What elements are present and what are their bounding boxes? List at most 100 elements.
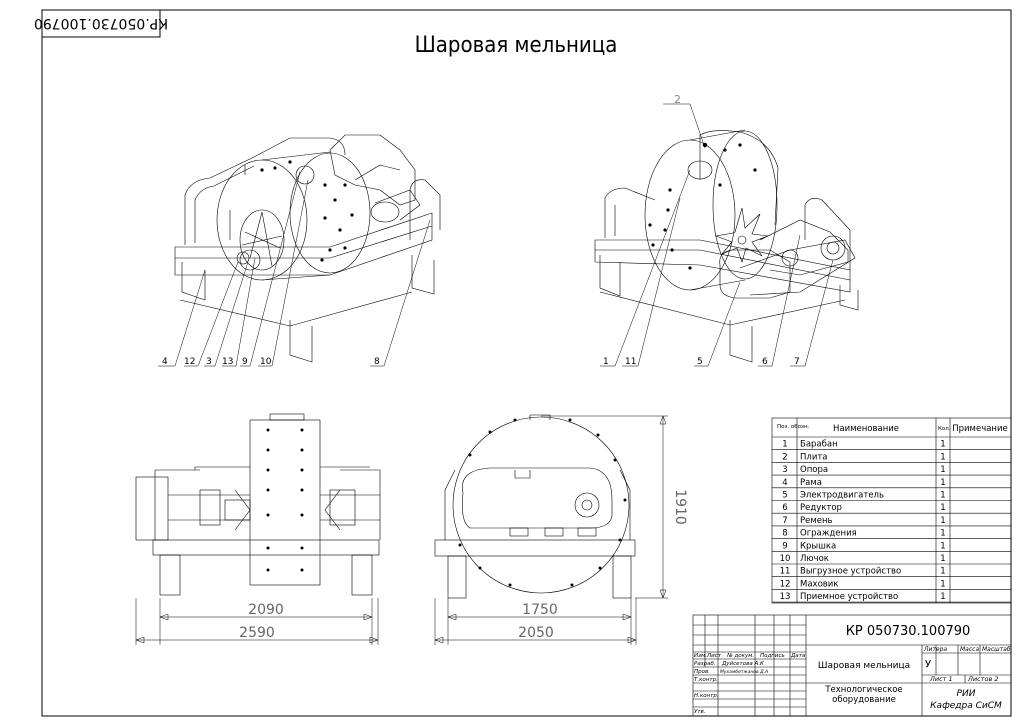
table-row-name: Маховик [800, 579, 838, 589]
litera-value: У [925, 659, 931, 670]
parts-table [771, 417, 1012, 604]
table-row-name: Плита [800, 452, 828, 462]
table-header-pos: Поз. обозн. [777, 424, 810, 430]
dim-1910: 1910 [672, 489, 688, 525]
table-row-pos: 12 [780, 579, 791, 589]
callout-8: 8 [374, 357, 380, 367]
table-row-pos: 3 [782, 465, 787, 475]
callout-6: 6 [762, 357, 768, 367]
front-drum-holes [266, 428, 304, 572]
col-doc: № докум. [726, 653, 754, 659]
discipline-name: Технологическое оборудование [825, 685, 903, 705]
role-dev: Разраб. [694, 661, 716, 667]
table-row-qty: 1 [940, 579, 945, 589]
sheet-border [41, 9, 1012, 717]
callout-5: 5 [697, 357, 703, 367]
table-row-pos: 2 [782, 452, 787, 462]
left-callout-numbers: 4 12 3 13 9 10 8 [162, 357, 380, 367]
callout-3: 3 [206, 357, 212, 367]
col-sign: Подпись [760, 653, 785, 659]
sheet-code-rotated: КР.050730.100790 [34, 15, 168, 31]
dim-1750: 1750 [522, 602, 558, 618]
table-row-pos: 9 [782, 541, 787, 551]
stamp-col-headers: Изм. Лист № докум. Подпись Дата Разраб. … [694, 646, 1011, 715]
table-row-name: Ремень [800, 516, 833, 526]
org-line2: Кафедра СиСМ [930, 701, 1002, 711]
role-tcontrol: Т.контр. [694, 677, 718, 683]
table-row-name: Ограждения [800, 529, 857, 539]
table-row-pos: 6 [782, 503, 787, 513]
doc-code: КР 050730.100790 [846, 624, 971, 639]
table-row-qty: 1 [940, 516, 945, 526]
checker-name: Мухамбетжанов Д.А [720, 669, 768, 675]
developer-name: Дуйсетова А.К [721, 661, 765, 667]
drawing-title: Шаровая мельница [415, 33, 618, 58]
dim-2050: 2050 [518, 625, 554, 641]
table-row-pos: 8 [782, 529, 787, 539]
callout-10: 10 [260, 357, 272, 367]
product-name: Шаровая мельница [818, 661, 910, 671]
role-check: Пров. [694, 669, 710, 675]
table-row-name: Рама [800, 478, 822, 488]
sheet-num: Лист 1 [929, 675, 953, 683]
table-row-name: Редуктор [800, 503, 842, 513]
table-row-qty: 1 [940, 440, 945, 450]
table-row-name: Приемное устройство [800, 592, 898, 602]
table-row-qty: 1 [940, 592, 945, 602]
litera-header: Литера [923, 646, 947, 653]
left-callout-leaders [158, 171, 431, 367]
sheets-total: Листов 2 [967, 675, 998, 683]
left-isometric-view [174, 134, 441, 363]
table-row-pos: 11 [780, 567, 791, 577]
table-row-name: Опора [800, 465, 828, 475]
dim-2590: 2590 [239, 625, 275, 641]
role-approve: Утв. [694, 709, 706, 715]
front-dimension-lines [135, 598, 379, 645]
table-row-pos: 5 [782, 491, 787, 501]
right-isometric-view [594, 129, 859, 363]
side-view [434, 414, 636, 599]
table-row-qty: 1 [940, 465, 945, 475]
right-callout-leaders [600, 103, 834, 367]
org-line1: РИИ [957, 689, 976, 699]
callout-4: 4 [162, 357, 168, 367]
col-izm: Изм. [694, 653, 707, 659]
left-drum-holes [260, 160, 354, 262]
table-row-name: Выгрузное устройство [800, 567, 901, 577]
role-ncontrol: Н.контр. [694, 693, 719, 699]
callout-2: 2 [674, 93, 681, 106]
table-header-name: Наименование [833, 424, 899, 434]
table-header-qty: Кол. [938, 426, 951, 432]
table-row-name: Лючок [800, 554, 829, 564]
dim-2090: 2090 [248, 602, 284, 618]
col-list: Лист [706, 653, 722, 659]
table-row-qty: 1 [940, 529, 945, 539]
callout-1: 1 [603, 357, 609, 367]
right-callout-numbers: 2 1 11 5 6 7 [603, 93, 800, 367]
table-header-note: Примечание [952, 424, 1008, 434]
mass-header: Масса [960, 646, 979, 653]
table-row-qty: 1 [940, 541, 945, 551]
side-dimension-lines [434, 415, 668, 645]
table-row-name: Электродвигатель [800, 491, 884, 501]
table-row-qty: 1 [940, 554, 945, 564]
side-drum-bolts [458, 418, 627, 587]
sheet-code-box [41, 9, 161, 38]
table-row-pos: 4 [782, 478, 787, 488]
callout-9: 9 [242, 357, 248, 367]
table-row-qty: 1 [940, 491, 945, 501]
front-view [135, 413, 381, 596]
callout-7: 7 [794, 357, 800, 367]
table-row-qty: 1 [940, 503, 945, 513]
callout-13: 13 [222, 357, 233, 367]
right-drum-holes [648, 142, 757, 270]
table-row-qty: 1 [940, 478, 945, 488]
table-row-name: Барабан [800, 440, 838, 450]
callout-12: 12 [184, 357, 195, 367]
table-row-pos: 7 [782, 516, 787, 526]
col-date: Дата [790, 653, 806, 659]
table-row-pos: 10 [780, 554, 791, 564]
callout-11: 11 [625, 357, 636, 367]
